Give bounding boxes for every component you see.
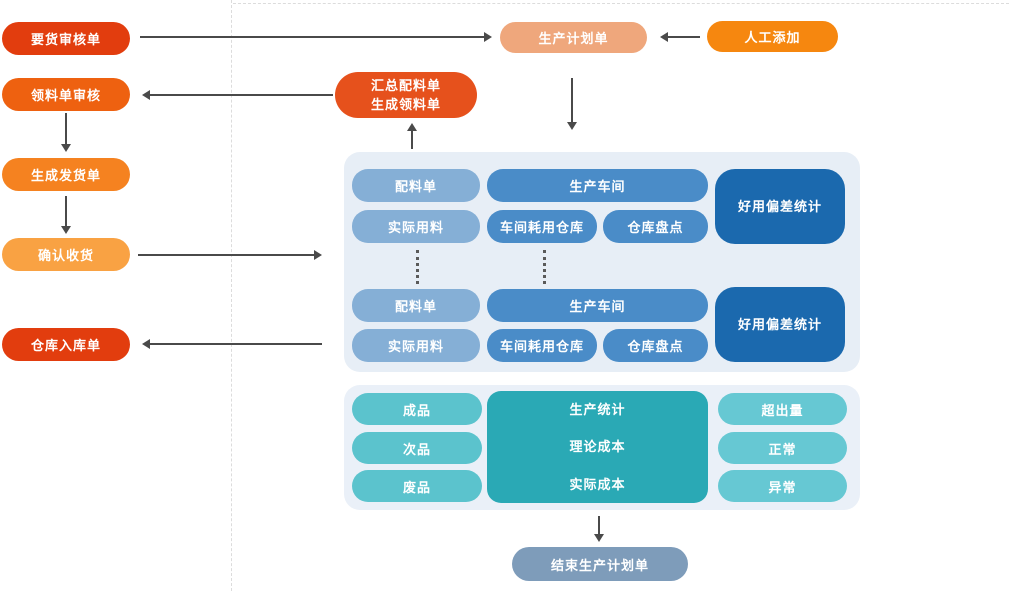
node-confirm-receipt: 确认收货 xyxy=(2,238,130,271)
arrow-workshop-to-inbound xyxy=(142,339,322,349)
arrow-plan-to-workshop xyxy=(567,78,577,130)
node-bom-2: 配料单 xyxy=(352,289,480,322)
node-demand-review: 要货审核单 xyxy=(2,22,130,55)
summary-line2: 生成领料单 xyxy=(370,97,441,112)
node-summary-picking: 汇总配料单 生成领料单 xyxy=(335,72,477,118)
stats-line-actual: 实际成本 xyxy=(569,476,626,492)
arrow-stats-to-end xyxy=(594,516,604,542)
node-status-normal: 正常 xyxy=(718,432,847,464)
node-cost-stats: 生产统计 理论成本 实际成本 xyxy=(487,391,708,503)
dots-connector-left xyxy=(416,250,419,284)
node-status-abnormal: 异常 xyxy=(718,470,847,502)
divider-vertical-dashed xyxy=(231,0,232,591)
node-material-review: 领料单审核 xyxy=(2,78,130,111)
arrow-receipt-to-workshop xyxy=(138,250,322,260)
node-end-production-plan: 结束生产计划单 xyxy=(512,547,688,581)
node-actual-material-1: 实际用料 xyxy=(352,210,480,243)
node-workshop-1: 生产车间 xyxy=(487,169,708,202)
dots-connector-right xyxy=(543,250,546,284)
node-manual-add: 人工添加 xyxy=(707,21,838,52)
arrow-summary-to-review xyxy=(142,90,333,100)
node-bom-1: 配料单 xyxy=(352,169,480,202)
summary-line1: 汇总配料单 xyxy=(370,78,441,93)
node-workshop-2: 生产车间 xyxy=(487,289,708,322)
arrow-demand-to-plan xyxy=(140,32,492,42)
stats-line-production: 生产统计 xyxy=(569,402,626,418)
arrow-manual-to-plan xyxy=(660,32,700,42)
divider-horizontal-dashed xyxy=(233,3,1009,4)
arrow-delivery-to-receipt xyxy=(61,196,71,234)
node-deviation-stats-1: 好用偏差统计 xyxy=(715,169,845,244)
node-production-plan: 生产计划单 xyxy=(500,22,647,53)
node-workshop-warehouse-2: 车间耗用仓库 xyxy=(487,329,597,362)
node-deviation-stats-2: 好用偏差统计 xyxy=(715,287,845,362)
node-warehouse-receipt: 仓库入库单 xyxy=(2,328,130,361)
node-finished-product: 成品 xyxy=(352,393,482,425)
node-defective-product: 次品 xyxy=(352,432,482,464)
node-status-excess: 超出量 xyxy=(718,393,847,425)
node-scrap-product: 废品 xyxy=(352,470,482,502)
arrow-workshop-to-summary xyxy=(407,123,417,149)
arrow-review-to-delivery xyxy=(61,113,71,152)
node-create-delivery: 生成发货单 xyxy=(2,158,130,191)
node-stocktake-2: 仓库盘点 xyxy=(603,329,708,362)
node-actual-material-2: 实际用料 xyxy=(352,329,480,362)
stats-line-theoretical: 理论成本 xyxy=(569,439,626,455)
node-workshop-warehouse-1: 车间耗用仓库 xyxy=(487,210,597,243)
node-stocktake-1: 仓库盘点 xyxy=(603,210,708,243)
